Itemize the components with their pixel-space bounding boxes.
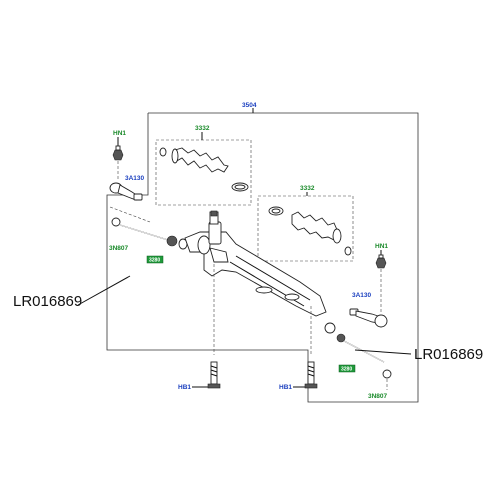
tie-rod-end-right: [349, 308, 388, 328]
assembly-label: 3504: [242, 102, 257, 109]
boot-right-label: 3332: [300, 185, 315, 192]
bolt-left-label: HB1: [178, 384, 191, 391]
boot-left-label: 3332: [195, 125, 210, 132]
tag-left: [146, 255, 164, 264]
part-number-left: LR016869: [13, 293, 82, 310]
bolt-left: [207, 361, 221, 389]
tie-rod-end-left-label: 3A130: [125, 175, 145, 182]
tag-right: [338, 364, 356, 373]
nut-right-label: HN1: [375, 243, 388, 250]
inner-rod-right-label: 3N807: [368, 393, 388, 400]
boot-right: [268, 206, 352, 256]
tag-left-text: 3280: [149, 258, 160, 264]
rack-housing: [184, 210, 327, 317]
left-end-dash: [109, 206, 151, 223]
part-number-left-leader: [77, 275, 131, 306]
nut-left: [112, 145, 124, 161]
bolt-right: [304, 361, 318, 389]
boot-left: [159, 147, 249, 192]
boot-kit-left-frame: [155, 139, 252, 206]
part-number-right-leader: [354, 349, 412, 355]
tie-rod-end-left: [109, 182, 143, 201]
tie-rod-end-right-label: 3A130: [352, 292, 372, 299]
nut-right: [375, 254, 387, 269]
nut-left-label: HN1: [113, 130, 126, 137]
inner-tie-rod-right: [324, 322, 392, 379]
boot-kit-right-frame: [257, 195, 354, 262]
part-number-right: LR016869: [414, 346, 483, 363]
inner-rod-left-label: 3N807: [109, 245, 129, 252]
inner-tie-rod-left: [111, 217, 188, 250]
bolt-right-label: HB1: [279, 384, 292, 391]
tag-right-text: 3280: [341, 367, 352, 373]
